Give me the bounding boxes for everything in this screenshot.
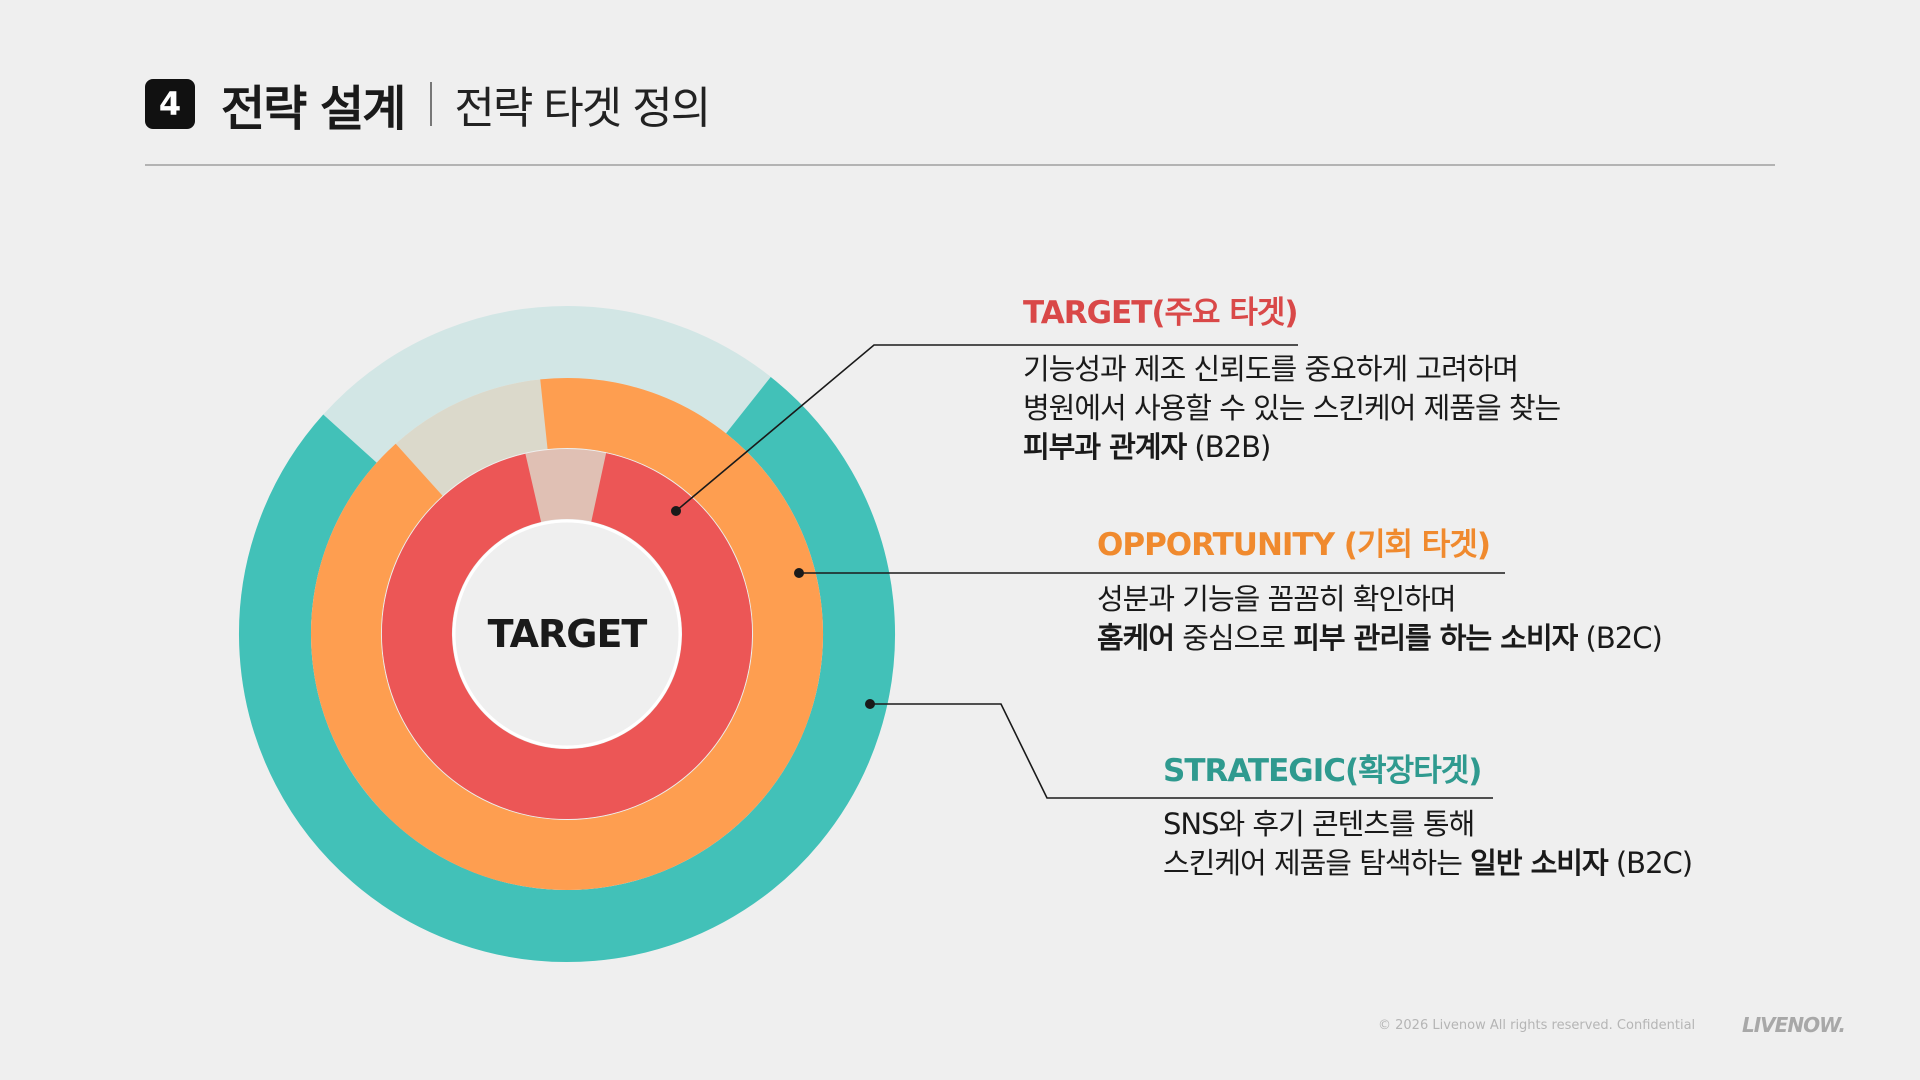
title-divider <box>430 82 433 126</box>
opportunity-ring-arc <box>311 378 823 890</box>
strategic-desc-line-1: SNS와 후기 콘텐츠를 통해 <box>1163 807 1475 841</box>
strategic-desc-line-2: 스킨케어 제품을 탐색하는 일반 소비자 (B2C) <box>1163 844 1693 883</box>
opportunity-label-block: OPPORTUNITY (기회 타겟) <box>1097 519 1491 564</box>
target-desc-emphasis: 피부과 관계자 <box>1023 430 1187 464</box>
footer-logo: LIVENOW. <box>1742 1013 1846 1037</box>
strategic-desc-type: (B2C) <box>1607 846 1693 880</box>
footer-copyright: © 2026 Livenow All rights reserved. Conf… <box>1378 1018 1696 1033</box>
center-label: TARGET <box>488 612 648 656</box>
target-desc-type: (B2B) <box>1186 430 1271 464</box>
strategic-ring-arc <box>239 377 895 962</box>
opportunity-desc-emphasis-1: 홈케어 <box>1097 621 1175 655</box>
center-disc <box>452 519 682 749</box>
opportunity-desc-mid: 중심으로 <box>1174 621 1294 655</box>
target-desc-line-3: 피부과 관계자 (B2B) <box>1023 428 1560 467</box>
strategic-description: SNS와 후기 콘텐츠를 통해 스킨케어 제품을 탐색하는 일반 소비자 (B2… <box>1163 805 1693 883</box>
target-ring-arc <box>382 453 752 819</box>
page-title: 전략 설계 <box>221 81 406 137</box>
target-connector-dot <box>671 506 681 516</box>
target-desc-line-2: 병원에서 사용할 수 있는 스킨케어 제품을 찾는 <box>1023 391 1561 425</box>
strategic-label-title: STRATEGIC(확장타겟) <box>1163 753 1482 789</box>
target-description: 기능성과 제조 신뢰도를 중요하게 고려하며 병원에서 사용할 수 있는 스킨케… <box>1023 350 1561 467</box>
target-desc-line-1: 기능성과 제조 신뢰도를 중요하게 고려하며 <box>1023 352 1519 386</box>
strategic-label-block: STRATEGIC(확장타겟) <box>1163 745 1482 790</box>
opportunity-desc-line-1: 성분과 기능을 꼼꼼히 확인하며 <box>1097 582 1456 616</box>
target-label-block: TARGET(주요 타겟) <box>1023 287 1299 332</box>
strategic-connector-dot <box>865 699 875 709</box>
strategic-connector-line <box>870 703 1493 799</box>
opportunity-desc-emphasis-2: 피부 관리를 하는 소비자 <box>1293 621 1578 655</box>
target-connector-line <box>675 344 1298 512</box>
opportunity-description: 성분과 기능을 꼼꼼히 확인하며 홈케어 중심으로 피부 관리를 하는 소비자 … <box>1097 580 1663 658</box>
section-number-badge: 4 <box>145 79 195 129</box>
strategic-desc-pre: 스킨케어 제품을 탐색하는 <box>1163 846 1471 880</box>
header-rule <box>145 164 1775 166</box>
opportunity-connector-dot <box>794 568 804 578</box>
target-label-title: TARGET(주요 타겟) <box>1023 295 1299 331</box>
opportunity-desc-type: (B2C) <box>1577 621 1663 655</box>
page-subtitle: 전략 타겟 정의 <box>454 83 711 134</box>
page-header: 4 전략 설계 전략 타겟 정의 <box>145 74 711 137</box>
opportunity-desc-line-2: 홈케어 중심으로 피부 관리를 하는 소비자 (B2C) <box>1097 619 1663 658</box>
opportunity-label-title: OPPORTUNITY (기회 타겟) <box>1097 527 1491 563</box>
strategic-desc-emphasis: 일반 소비자 <box>1470 846 1608 880</box>
